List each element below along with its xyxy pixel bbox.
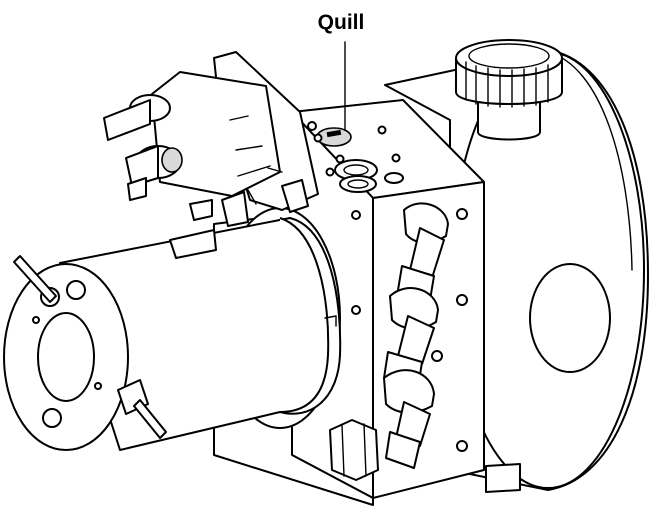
elbow-fitting-3 (383, 369, 435, 469)
pump-head (103, 51, 319, 259)
motor-housing (3, 217, 342, 451)
tank-port (529, 263, 611, 373)
callout-quill: Quill (318, 11, 365, 131)
callout-label-quill: Quill (318, 11, 365, 34)
filler-cap (455, 39, 563, 141)
hex-plug (329, 419, 379, 481)
